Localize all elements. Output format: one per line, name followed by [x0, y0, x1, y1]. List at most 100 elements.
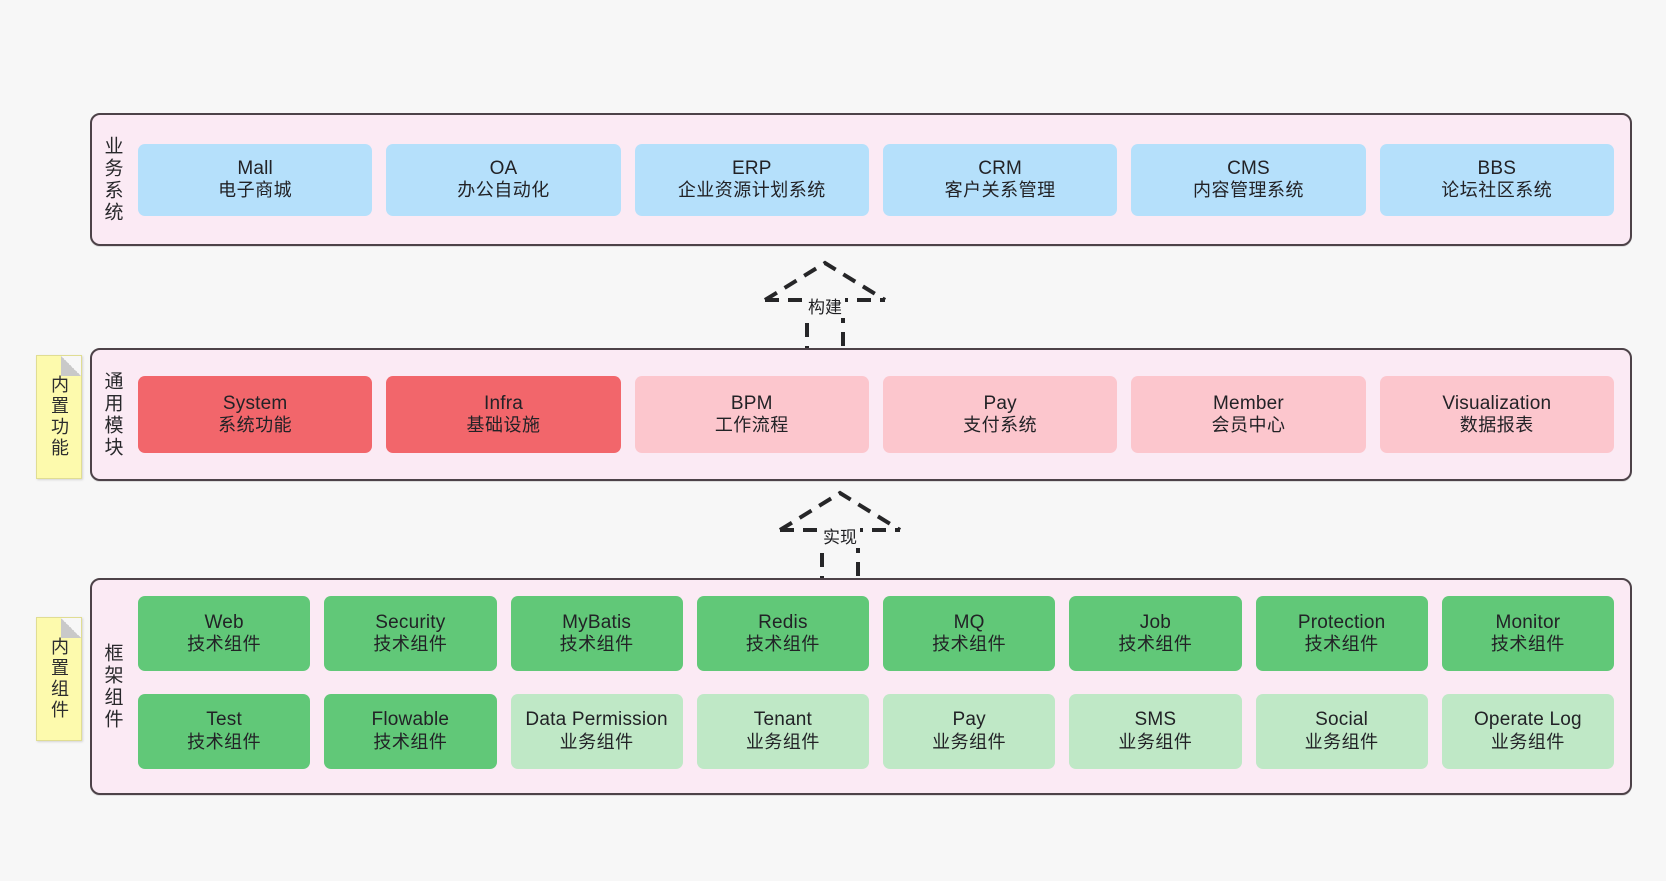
card-protection-en: Protection [1297, 611, 1386, 633]
card-social-en: Social [1315, 709, 1369, 731]
card-erp[interactable]: ERP 企业资源计划系统 [634, 143, 869, 216]
card-visualization-en: Visualization [1442, 392, 1552, 414]
card-test-en: Test [206, 709, 242, 731]
card-pay-component[interactable]: Pay 业务组件 [883, 693, 1056, 769]
card-sms-cn: 业务组件 [1118, 731, 1193, 752]
card-monitor-en: Monitor [1495, 611, 1561, 633]
card-mq-en: MQ [953, 611, 985, 633]
card-job-en: Job [1139, 611, 1171, 633]
layer-body-framework-component: Web 技术组件 Security 技术组件 MyBatis 技术组件 Redi… [132, 580, 1630, 793]
card-bpm-en: BPM [730, 392, 773, 414]
layer-title-framework-component: 框架组件 [101, 642, 123, 731]
card-pay-module-cn: 支付系统 [963, 415, 1038, 436]
card-bbs-cn: 论坛社区系统 [1441, 180, 1553, 201]
card-test-cn: 技术组件 [187, 731, 262, 752]
note-builtin-function-label: 内置功能 [49, 375, 69, 459]
card-crm[interactable]: CRM 客户关系管理 [882, 143, 1118, 216]
card-mall-cn: 电子商城 [218, 180, 293, 201]
card-monitor-cn: 技术组件 [1490, 634, 1565, 655]
card-bpm-cn: 工作流程 [714, 415, 789, 436]
card-system-en: System [222, 392, 288, 414]
card-mq-cn: 技术组件 [932, 634, 1007, 655]
card-security[interactable]: Security 技术组件 [324, 596, 497, 671]
layer-title-common-module: 通用模块 [101, 370, 123, 459]
card-data-permission-en: Data Permission [525, 709, 668, 731]
layer-body-common-module: System 系统功能 Infra 基础设施 BPM 工作流程 Pay 支付系统… [132, 350, 1630, 479]
card-web-en: Web [204, 611, 244, 633]
card-security-en: Security [375, 611, 446, 633]
card-mybatis[interactable]: MyBatis 技术组件 [510, 596, 683, 671]
layer-title-business-system: 业务系统 [101, 135, 123, 224]
card-security-cn: 技术组件 [373, 634, 448, 655]
note-builtin-function: 内置功能 [36, 355, 82, 479]
card-pay-module-en: Pay [983, 392, 1017, 414]
card-member-en: Member [1213, 392, 1284, 414]
card-visualization-cn: 数据报表 [1459, 415, 1534, 436]
card-pay-component-cn: 业务组件 [932, 731, 1007, 752]
card-mall[interactable]: Mall 电子商城 [138, 143, 373, 216]
framework-row-business: Test 技术组件 Flowable 技术组件 Data Permission … [138, 693, 1614, 778]
card-pay-component-en: Pay [952, 709, 986, 731]
card-data-permission-cn: 业务组件 [559, 731, 634, 752]
card-job-cn: 技术组件 [1118, 634, 1193, 655]
card-social-cn: 业务组件 [1304, 731, 1379, 752]
card-infra-cn: 基础设施 [466, 415, 541, 436]
card-operate-log-en: Operate Log [1473, 709, 1582, 731]
card-tenant-en: Tenant [753, 709, 812, 731]
card-system[interactable]: System 系统功能 [138, 376, 373, 453]
note-builtin-component: 内置组件 [36, 617, 82, 741]
card-social[interactable]: Social 业务组件 [1255, 693, 1428, 769]
card-sms-en: SMS [1134, 709, 1177, 731]
card-cms-cn: 内容管理系统 [1192, 180, 1304, 201]
card-mall-en: Mall [237, 157, 273, 179]
card-bbs[interactable]: BBS 论坛社区系统 [1379, 143, 1614, 216]
card-protection[interactable]: Protection 技术组件 [1255, 596, 1428, 671]
card-flowable[interactable]: Flowable 技术组件 [324, 693, 497, 769]
card-pay-module[interactable]: Pay 支付系统 [882, 376, 1118, 453]
card-tenant-cn: 业务组件 [745, 731, 820, 752]
card-oa[interactable]: OA 办公自动化 [386, 143, 621, 216]
card-redis-en: Redis [758, 611, 808, 633]
relation-build: 构建 [735, 255, 915, 355]
layer-common-module: 通用模块 System 系统功能 Infra 基础设施 BPM 工作流程 Pay… [90, 348, 1632, 481]
card-erp-cn: 企业资源计划系统 [677, 180, 826, 201]
card-redis[interactable]: Redis 技术组件 [696, 596, 869, 671]
card-member[interactable]: Member 会员中心 [1131, 376, 1366, 453]
card-flowable-en: Flowable [371, 709, 450, 731]
card-system-cn: 系统功能 [218, 415, 293, 436]
card-operate-log-cn: 业务组件 [1490, 731, 1565, 752]
card-web-cn: 技术组件 [187, 634, 262, 655]
card-crm-cn: 客户关系管理 [944, 180, 1056, 201]
relation-realize: 实现 [750, 485, 930, 585]
card-crm-en: CRM [978, 157, 1023, 179]
card-mybatis-cn: 技术组件 [559, 634, 634, 655]
layer-framework-component: 框架组件 Web 技术组件 Security 技术组件 MyBatis 技术组件… [90, 578, 1632, 795]
card-flowable-cn: 技术组件 [373, 731, 448, 752]
card-web[interactable]: Web 技术组件 [138, 596, 311, 671]
card-tenant[interactable]: Tenant 业务组件 [696, 693, 869, 769]
relation-realize-label: 实现 [820, 523, 860, 548]
card-bpm[interactable]: BPM 工作流程 [634, 376, 869, 453]
card-job[interactable]: Job 技术组件 [1069, 596, 1242, 671]
card-oa-cn: 办公自动化 [457, 180, 550, 201]
card-protection-cn: 技术组件 [1304, 634, 1379, 655]
layer-body-business-system: Mall 电子商城 OA 办公自动化 ERP 企业资源计划系统 CRM 客户关系… [132, 115, 1630, 244]
card-mybatis-en: MyBatis [562, 611, 632, 633]
card-oa-en: OA [489, 157, 518, 179]
note-builtin-component-label: 内置组件 [49, 637, 69, 721]
layer-business-system: 业务系统 Mall 电子商城 OA 办公自动化 ERP 企业资源计划系统 CRM… [90, 113, 1632, 246]
card-member-cn: 会员中心 [1211, 415, 1286, 436]
card-infra[interactable]: Infra 基础设施 [386, 376, 621, 453]
card-operate-log[interactable]: Operate Log 业务组件 [1441, 693, 1614, 769]
card-cms[interactable]: CMS 内容管理系统 [1131, 143, 1366, 216]
framework-row-technical: Web 技术组件 Security 技术组件 MyBatis 技术组件 Redi… [138, 596, 1614, 680]
card-sms[interactable]: SMS 业务组件 [1069, 693, 1242, 769]
card-visualization[interactable]: Visualization 数据报表 [1379, 376, 1614, 453]
card-mq[interactable]: MQ 技术组件 [883, 596, 1056, 671]
card-monitor[interactable]: Monitor 技术组件 [1441, 596, 1614, 671]
card-data-permission[interactable]: Data Permission 业务组件 [510, 693, 683, 769]
card-redis-cn: 技术组件 [745, 634, 820, 655]
card-test[interactable]: Test 技术组件 [138, 693, 311, 769]
card-erp-en: ERP [731, 157, 772, 179]
